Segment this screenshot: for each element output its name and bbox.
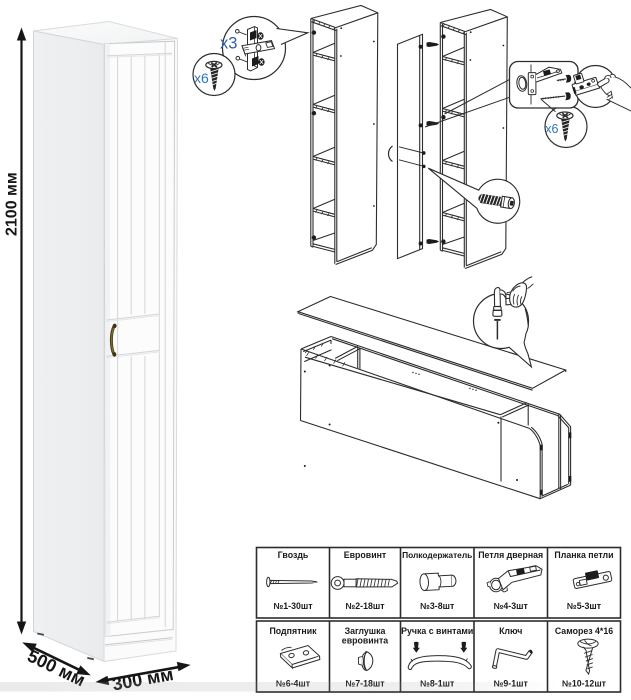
svg-text:№5-3шт: №5-3шт: [567, 601, 602, 611]
svg-text:Гвоздь: Гвоздь: [278, 550, 309, 560]
svg-text:Подпятник: Подпятник: [269, 626, 317, 636]
svg-text:Заглушка: Заглушка: [345, 626, 386, 636]
svg-text:x3: x3: [220, 35, 237, 53]
svg-text:№2-18шт: №2-18шт: [345, 601, 385, 611]
svg-text:x6: x6: [194, 70, 209, 86]
svg-text:Петля дверная: Петля дверная: [478, 550, 543, 560]
svg-text:№10-12шт: №10-12шт: [562, 679, 607, 689]
svg-text:Ключ: Ключ: [499, 626, 522, 636]
svg-text:№3-8шт: №3-8шт: [420, 601, 455, 611]
svg-text:2100 мм: 2100 мм: [4, 172, 21, 236]
svg-text:Полкодержатель: Полкодержатель: [402, 550, 472, 560]
svg-text:Ручка с винтами: Ручка с винтами: [401, 626, 473, 636]
svg-text:№4-3шт: №4-3шт: [494, 601, 529, 611]
svg-text:Евровинт: Евровинт: [344, 550, 387, 560]
svg-text:№1-30шт: №1-30шт: [273, 601, 313, 611]
svg-text:x6: x6: [545, 122, 558, 136]
svg-text:Саморез 4*16: Саморез 4*16: [555, 626, 613, 636]
svg-text:евровинта: евровинта: [342, 636, 388, 646]
svg-text:Планка петли: Планка петли: [554, 550, 613, 560]
